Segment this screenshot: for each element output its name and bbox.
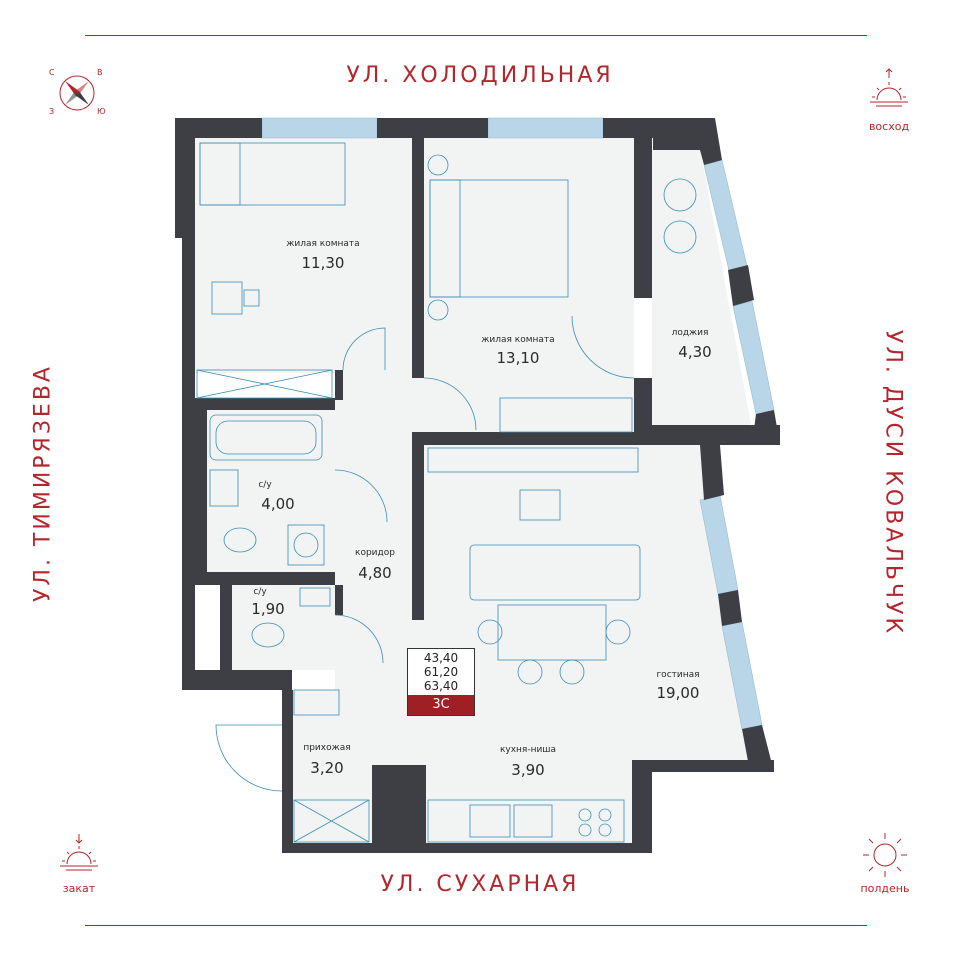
total-area-value: 61,20 bbox=[423, 665, 459, 679]
room-area-loggia: 4,30 bbox=[678, 343, 711, 361]
door-swing-loggia bbox=[571, 315, 635, 379]
living-area-value: 43,40 bbox=[423, 651, 459, 665]
room-area-bath1: 4,00 bbox=[261, 495, 294, 513]
sunrise-icon bbox=[870, 68, 908, 107]
compass: С В З Ю bbox=[40, 62, 110, 122]
sink-bath1 bbox=[209, 469, 239, 507]
noon-label: полдень bbox=[860, 882, 910, 895]
room-name-bath1: с/у bbox=[258, 480, 272, 490]
desk bbox=[211, 281, 243, 315]
room-name-hall: прихожая bbox=[303, 743, 350, 753]
door-swing-bedroom2 bbox=[423, 377, 477, 431]
walls bbox=[175, 118, 780, 853]
room-area-living: 19,00 bbox=[657, 684, 700, 702]
bottom-rule bbox=[85, 925, 867, 926]
room-labels: жилая комната 11,30 жилая комната 13,10 … bbox=[251, 239, 711, 779]
noon-sun-icon bbox=[863, 833, 907, 877]
stove-burner bbox=[578, 808, 592, 822]
door-swing-bath2 bbox=[334, 614, 384, 664]
door-swing-bath1 bbox=[334, 469, 388, 523]
compass-east: В bbox=[97, 68, 103, 77]
room-name-bedroom2: жилая комната bbox=[481, 335, 554, 345]
room-name-living: гостиная bbox=[656, 670, 699, 680]
toilet-bath1 bbox=[223, 527, 257, 553]
door-swing-entry bbox=[215, 724, 283, 792]
room-area-bedroom1: 11,30 bbox=[302, 254, 345, 272]
apartment-type-badge: 3С bbox=[408, 695, 474, 715]
room-area-hall: 3,20 bbox=[310, 759, 343, 777]
fixtures bbox=[196, 142, 697, 843]
toilet-bath2 bbox=[251, 622, 285, 648]
sunset-icon bbox=[60, 834, 98, 871]
room-name-bedroom1: жилая комната bbox=[286, 239, 359, 249]
window-bedroom2 bbox=[487, 117, 604, 139]
floor-area bbox=[195, 138, 752, 850]
total-area-with-loggia-value: 63,40 bbox=[423, 679, 459, 693]
street-label-top: УЛ. ХОЛОДИЛЬНАЯ bbox=[346, 63, 614, 88]
sunset-label: закат bbox=[62, 882, 96, 895]
sink-bath2 bbox=[299, 587, 331, 607]
sofa bbox=[469, 544, 641, 601]
room-name-loggia: лоджия bbox=[672, 328, 709, 338]
room-area-kitchen: 3,90 bbox=[511, 761, 544, 779]
window-bedroom1 bbox=[261, 117, 378, 139]
compass-south: Ю bbox=[97, 107, 106, 116]
wardrobe-2 bbox=[499, 397, 633, 433]
kitchen-counter bbox=[427, 799, 625, 843]
room-name-kitchen: кухня-ниша bbox=[500, 745, 556, 755]
washing-machine bbox=[287, 524, 325, 566]
sunrise-label: восход bbox=[868, 120, 910, 133]
room-area-bath2: 1,90 bbox=[251, 600, 284, 618]
loggia-chair-1 bbox=[663, 178, 697, 212]
bathtub bbox=[209, 414, 323, 461]
apartment-area-badge: 43,40 61,20 63,40 3С bbox=[407, 648, 475, 716]
street-label-bottom: УЛ. СУХАРНАЯ bbox=[380, 872, 580, 897]
room-name-bath2: с/у bbox=[253, 587, 267, 597]
loggia-chair-2 bbox=[663, 220, 697, 254]
tv-unit bbox=[427, 447, 639, 473]
nightstand-top bbox=[427, 154, 449, 176]
compass-rose-icon bbox=[59, 75, 95, 111]
door-swing-bedroom1 bbox=[342, 327, 386, 371]
wardrobe-hall bbox=[293, 799, 370, 843]
room-area-bedroom2: 13,10 bbox=[497, 349, 540, 367]
room-name-corridor: коридор bbox=[355, 548, 395, 558]
compass-north: С bbox=[49, 68, 55, 77]
shoe-cabinet bbox=[293, 689, 340, 716]
room-area-corridor: 4,80 bbox=[358, 564, 391, 582]
windows bbox=[261, 117, 775, 730]
compass-west: З bbox=[49, 107, 55, 116]
top-rule bbox=[85, 35, 867, 36]
kitchen-sink bbox=[469, 804, 511, 838]
dishwasher bbox=[513, 804, 553, 838]
nightstand-bottom bbox=[427, 299, 449, 321]
wardrobe-1 bbox=[196, 369, 333, 399]
